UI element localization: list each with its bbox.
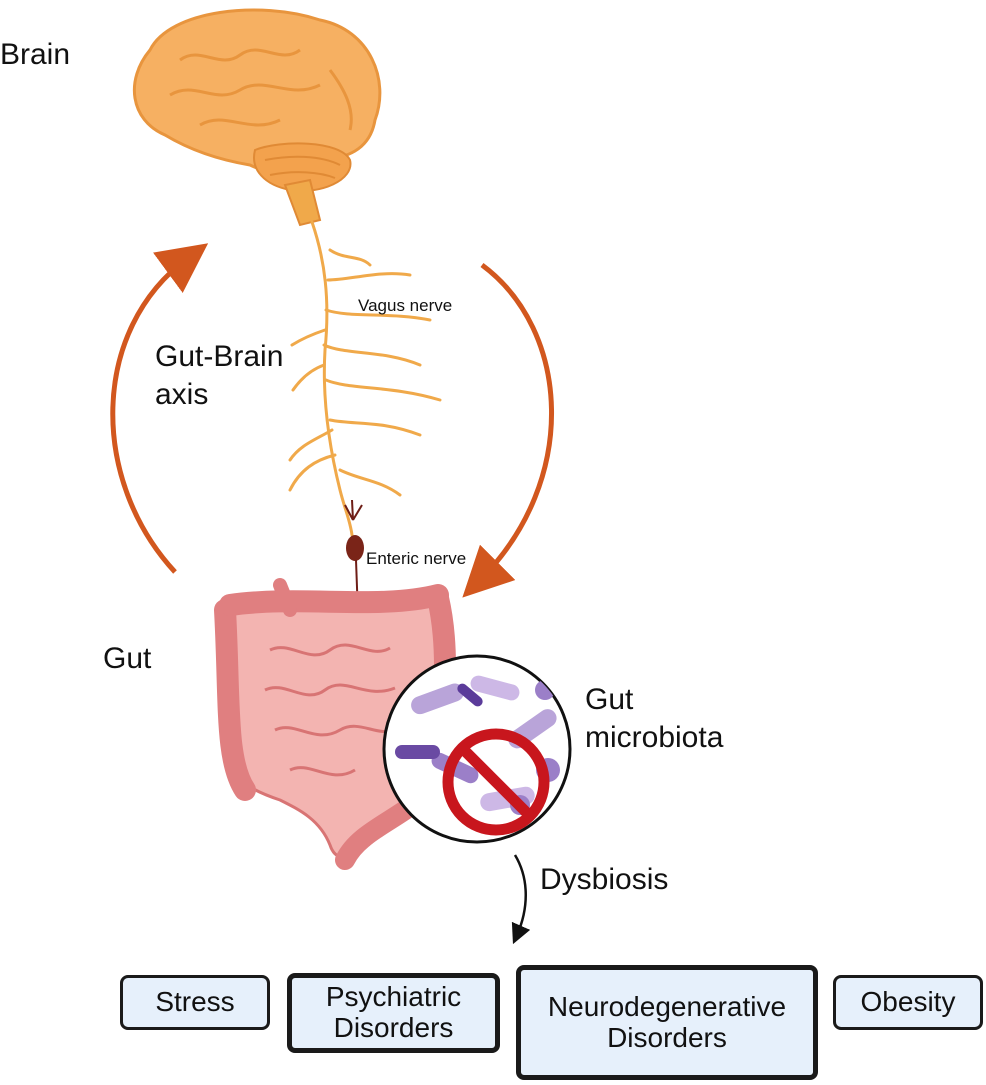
outcome-neurodegenerative: Neurodegenerative Disorders (516, 965, 818, 1080)
outcome-stress: Stress (120, 975, 270, 1030)
microbiota-label-line2: microbiota (585, 721, 724, 754)
bacteria-icon (382, 654, 572, 844)
enteric-label: Enteric nerve (366, 549, 467, 568)
dysbiosis-label: Dysbiosis (540, 863, 669, 896)
brain-label: Brain (0, 38, 71, 71)
dysbiosis-arrow (511, 854, 531, 945)
brain-icon (133, 8, 382, 227)
outcome-obesity: Obesity (833, 975, 983, 1030)
outcome-psychiatric: Psychiatric Disorders (287, 973, 500, 1053)
vagus-label: Vagus nerve (358, 296, 453, 315)
axis-arrows (110, 243, 554, 598)
arrow-up-left (110, 243, 209, 574)
axis-label-line2: axis (155, 378, 209, 411)
gut-label: Gut (103, 642, 152, 675)
nerve-icon (288, 220, 442, 537)
axis-label-line1: Gut-Brain (155, 340, 284, 373)
arrow-down-right (462, 262, 554, 598)
prohibit-icon (442, 728, 550, 836)
microbiota-label-line1: Gut (585, 683, 634, 716)
